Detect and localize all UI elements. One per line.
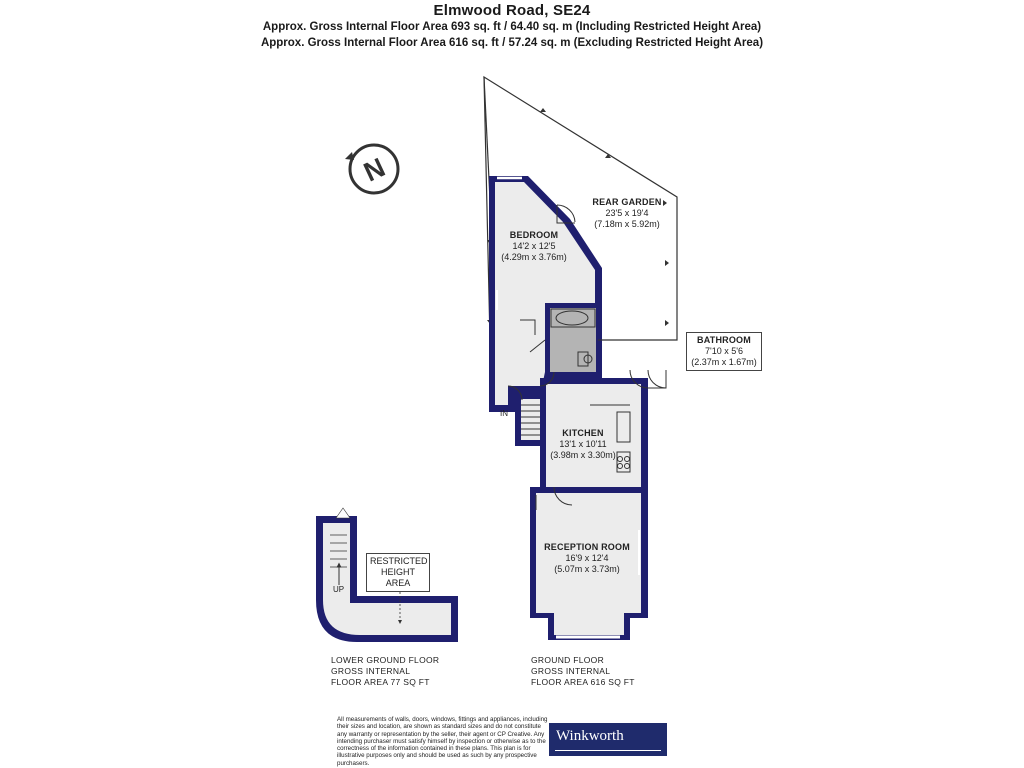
agent-logo: Winkworth	[549, 723, 667, 756]
ground-floor-caption: GROUND FLOOR GROSS INTERNAL FLOOR AREA 6…	[531, 655, 635, 687]
disclaimer-text: All measurements of walls, doors, window…	[337, 716, 548, 767]
plan-fixtures	[496, 176, 677, 639]
area-including-restricted: Approx. Gross Internal Floor Area 693 sq…	[262, 21, 762, 33]
reception-room-label: RECEPTION ROOM 16'9 x 12'4 (5.07m x 3.73…	[544, 542, 630, 574]
ground-floor-walls	[489, 176, 648, 640]
plan-title: Elmwood Road, SE24	[433, 2, 591, 19]
bathroom-label: BATHROOM 7'10 x 5'6 (2.37m x 1.67m)	[686, 332, 762, 371]
area-excluding-restricted: Approx. Gross Internal Floor Area 616 sq…	[260, 37, 764, 49]
entrance-marker: IN	[500, 409, 508, 418]
stairs-up-marker: UP	[333, 585, 345, 594]
bedroom-label: BEDROOM 14'2 x 12'5 (4.29m x 3.76m)	[501, 230, 567, 262]
rear-garden-label: REAR GARDEN 23'5 x 19'4 (7.18m x 5.92m)	[592, 197, 662, 229]
kitchen-label: KITCHEN 13'1 x 10'11 (3.98m x 3.30m)	[550, 428, 616, 460]
north-arrow-icon: N	[345, 143, 400, 195]
lower-ground-floor-caption: LOWER GROUND FLOOR GROSS INTERNAL FLOOR …	[331, 655, 440, 687]
lower-ground-floor-walls	[316, 507, 458, 642]
restricted-height-area-label: RESTRICTED HEIGHT AREA	[366, 553, 430, 592]
